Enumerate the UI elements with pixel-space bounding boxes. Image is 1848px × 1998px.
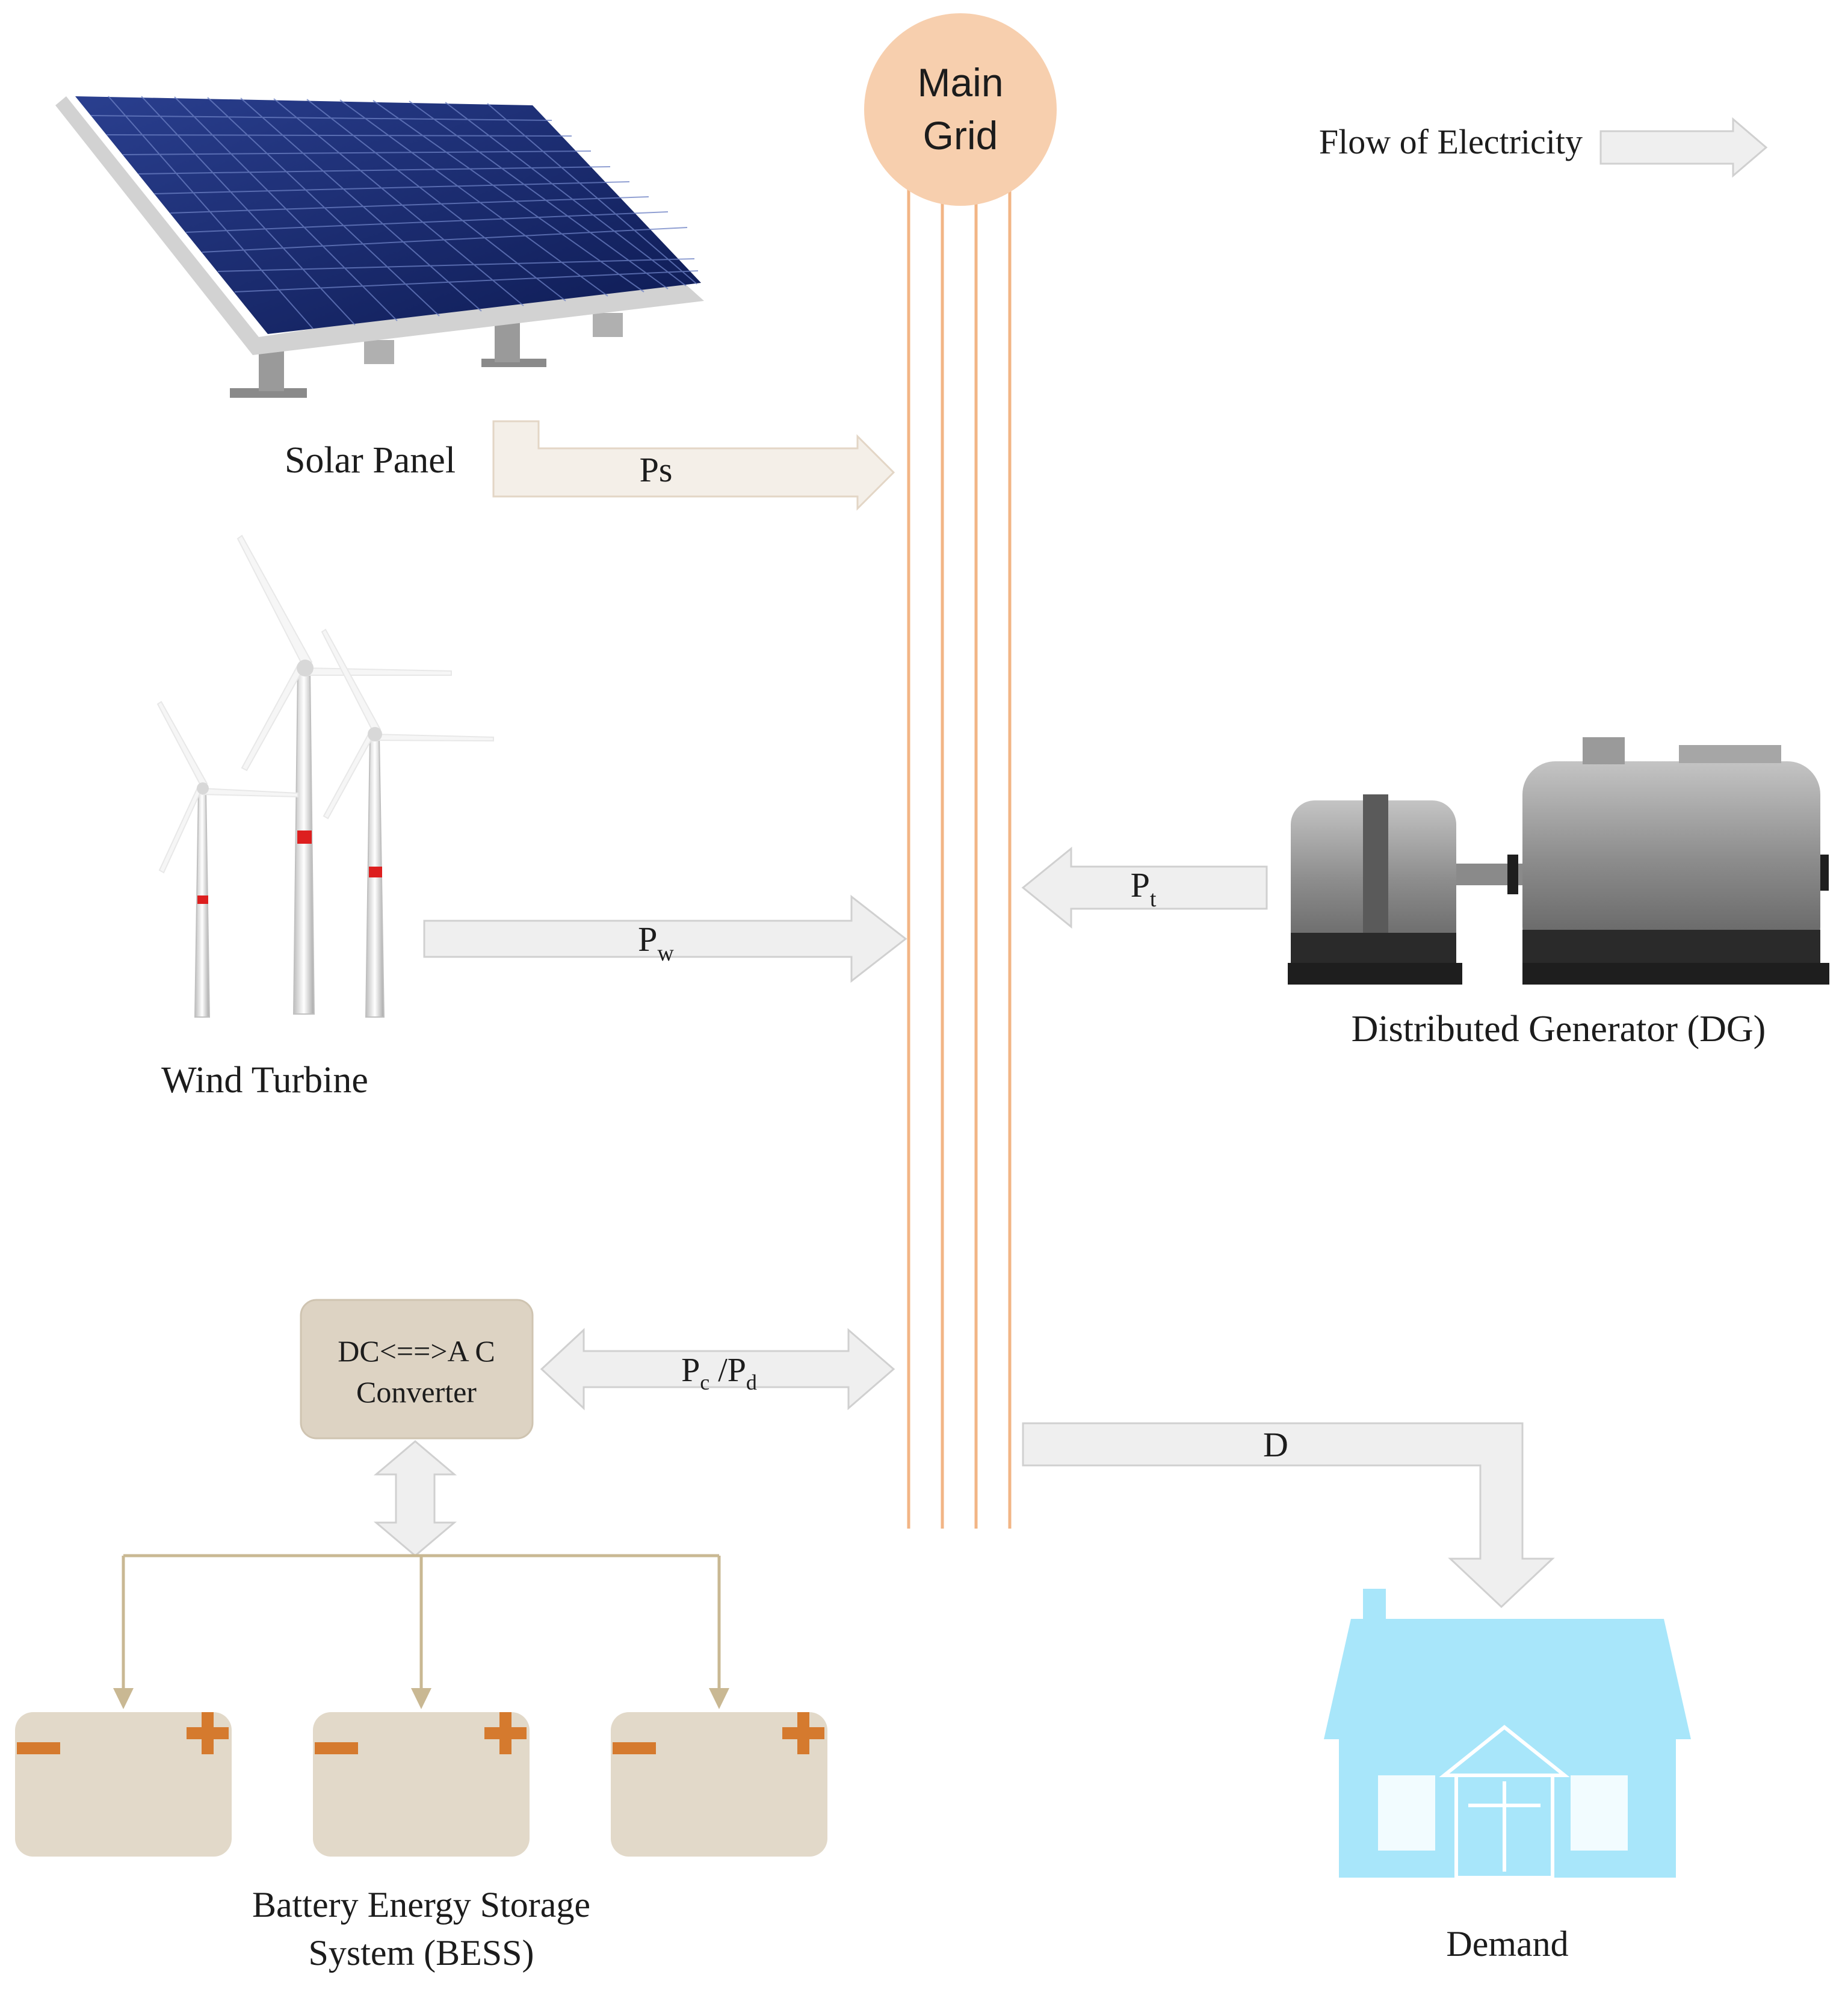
main-grid: Main Grid	[864, 13, 1057, 1529]
generator-label: Distributed Generator (DG)	[1352, 1009, 1766, 1050]
battery-connectors	[113, 1554, 729, 1709]
generator-icon	[1288, 737, 1829, 985]
house-icon	[1324, 1589, 1691, 1879]
demand-flow-arrow: D	[1022, 1422, 1555, 1609]
main-grid-label-line1: Main	[917, 60, 1003, 105]
wind-turbine-icon	[156, 534, 494, 1018]
main-grid-label-line2: Grid	[923, 113, 998, 158]
battery-icon	[313, 1712, 530, 1857]
wind-flow-arrow: Pw	[423, 894, 907, 983]
demand-label: Demand	[1446, 1924, 1568, 1964]
converter-battery-arrow	[373, 1440, 457, 1557]
solar-panel-icon	[55, 96, 704, 398]
converter-label-line2: Converter	[356, 1375, 477, 1409]
generator-flow-arrow: Pt	[1021, 846, 1268, 929]
legend-label: Flow of Electricity	[1319, 122, 1583, 161]
wind-flow-label: Pw	[638, 920, 674, 966]
generator-flow-label: Pt	[1131, 865, 1157, 912]
main-grid-circle	[864, 13, 1057, 206]
storage-flow-label: Pc /Pd	[681, 1352, 757, 1394]
converter-box: DC<==>A C Converter	[300, 1299, 534, 1440]
legend-arrow-icon	[1599, 117, 1768, 178]
solar-panel-label: Solar Panel	[285, 440, 456, 481]
solar-flow-label: Ps	[640, 450, 673, 489]
demand-flow-label: D	[1263, 1425, 1288, 1464]
legend: Flow of Electricity	[1319, 117, 1768, 178]
solar-flow-arrow: Ps	[492, 420, 895, 511]
storage-flow-arrow: Pc /Pd	[540, 1328, 895, 1411]
converter-label-line1: DC<==>A C	[338, 1334, 495, 1368]
battery-icon	[15, 1712, 232, 1857]
battery-icon	[611, 1712, 827, 1857]
grid-bus-lines	[907, 181, 1012, 1529]
bess-label-line1: Battery Energy Storage	[252, 1885, 590, 1925]
wind-turbine-label: Wind Turbine	[161, 1060, 368, 1101]
bess-label-line2: System (BESS)	[308, 1933, 534, 1973]
